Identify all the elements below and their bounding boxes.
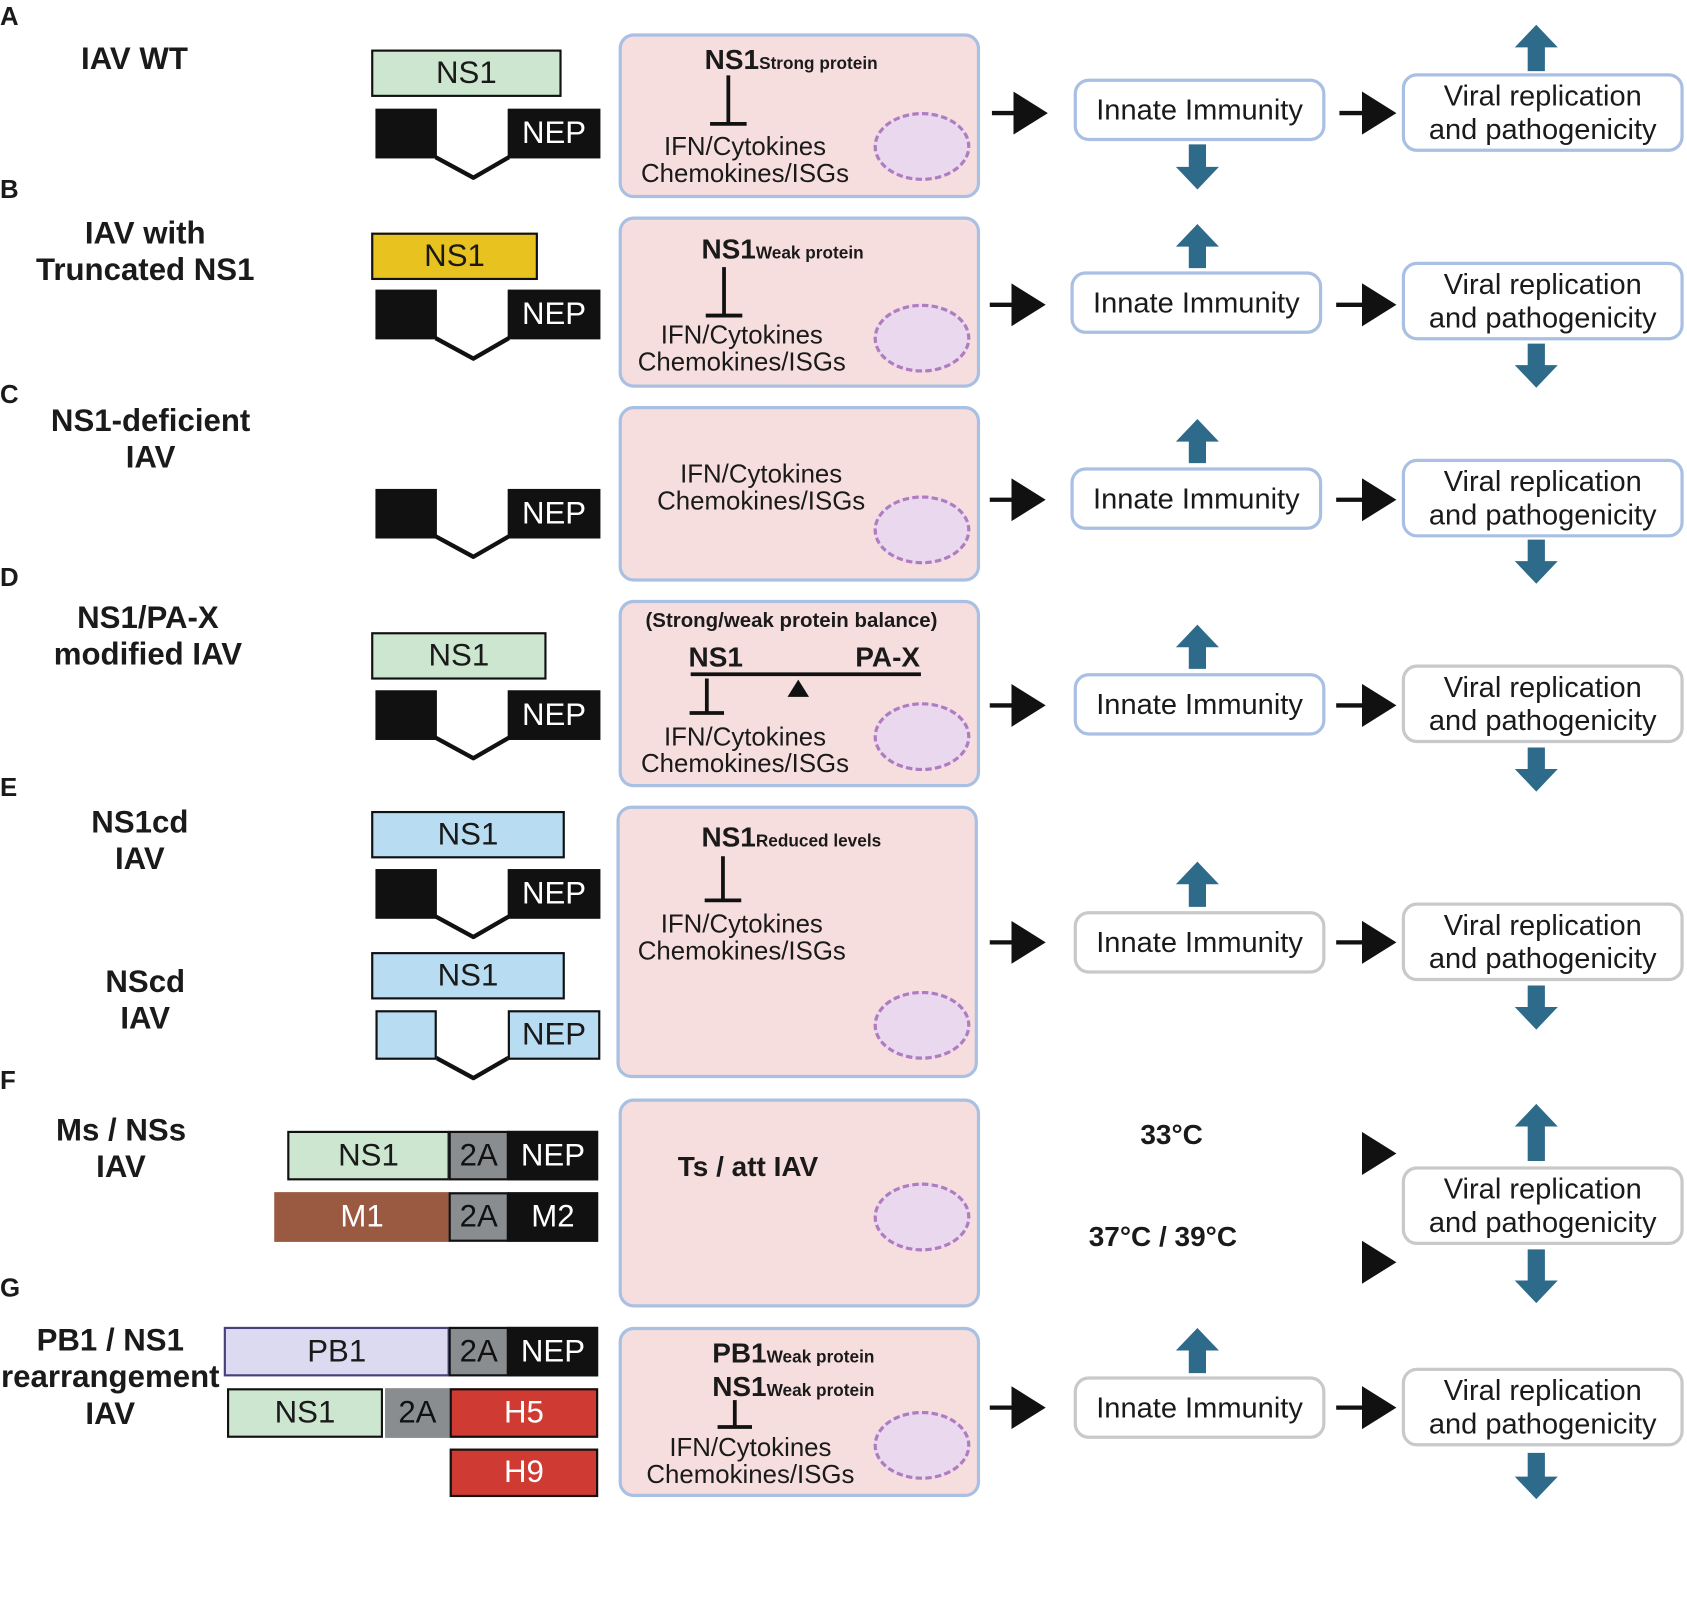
gene-nep-d: NEP: [507, 690, 601, 740]
gene-ns1: NS1: [371, 49, 562, 97]
cell-b-ns1: NS1Weak protein: [701, 232, 864, 265]
nucleus-f: [873, 1182, 971, 1252]
gene-nep-f: NEP: [507, 1130, 599, 1181]
cell-f-ts: Ts / att IAV: [677, 1150, 819, 1183]
gene-nep-c: NEP: [507, 488, 601, 539]
cell-g-ifn: IFN/Cytokines Chemokines/ISGs: [646, 1433, 855, 1490]
viral-replication-f: Viral replication and pathogenicity: [1401, 1166, 1684, 1246]
gene-m2: M2: [507, 1192, 599, 1242]
cell-b-ifn: IFN/Cytokines Chemokines/ISGs: [637, 320, 846, 377]
title-iav-wt: IAV WT: [81, 42, 188, 77]
panel-letter-e: E: [0, 773, 18, 803]
gene-h5: H5: [449, 1388, 599, 1438]
innate-immunity-e: Innate Immunity: [1073, 911, 1326, 974]
viral-replication-g: Viral replication and pathogenicity: [1401, 1367, 1684, 1447]
weak-protein-label: Weak protein: [755, 244, 864, 263]
panel-letter-c: C: [0, 380, 19, 410]
title-pb1-ns1: PB1 / NS1 rearrangement IAV: [1, 1323, 220, 1432]
gene-2a-f1: 2A: [448, 1130, 509, 1181]
gene-nep-e2: NEP: [507, 1010, 601, 1060]
nucleus-a: [873, 112, 971, 181]
temp-33: 33°C: [1140, 1117, 1203, 1151]
gene-ns1-f: NS1: [287, 1130, 450, 1181]
panel-letter-g: G: [0, 1274, 21, 1304]
exon1-d: [375, 690, 437, 740]
exon1-c: [375, 488, 437, 539]
temp-37-39: 37°C / 39°C: [1088, 1220, 1238, 1253]
innate-immunity-b: Innate Immunity: [1070, 271, 1323, 334]
gene-ns1-modified: NS1: [371, 632, 547, 680]
title-ms-nss: Ms / NSs IAV: [56, 1113, 187, 1185]
gene-pb1: PB1: [223, 1326, 450, 1377]
gene-nep-e1: NEP: [507, 869, 601, 919]
exon1-a: [375, 108, 437, 159]
viral-replication-c: Viral replication and pathogenicity: [1401, 458, 1684, 538]
gene-m1: M1: [274, 1192, 450, 1242]
cell-a-ifn: IFN/Cytokines Chemokines/ISGs: [640, 132, 850, 189]
gene-ns1-nscd: NS1: [371, 952, 565, 1000]
gene-ns1cd: NS1: [371, 810, 565, 859]
strong-protein-label: Strong protein: [759, 54, 878, 74]
cell-e-ns1: NS1Reduced levels: [701, 820, 882, 853]
innate-immunity-c: Innate Immunity: [1070, 467, 1323, 530]
gene-2a-g1: 2A: [448, 1326, 509, 1377]
gene-ns1-truncated: NS1: [371, 232, 538, 281]
innate-immunity-d: Innate Immunity: [1073, 673, 1326, 736]
viral-replication-a: Viral replication and pathogenicity: [1401, 73, 1684, 152]
nucleus-e: [873, 990, 971, 1060]
exon1-e1: [375, 869, 437, 919]
cell-c-ifn: IFN/Cytokines Chemokines/ISGs: [657, 459, 866, 516]
viral-replication-d: Viral replication and pathogenicity: [1401, 664, 1684, 744]
panel-letter-b: B: [0, 175, 19, 205]
viral-replication-b: Viral replication and pathogenicity: [1401, 261, 1684, 341]
weak-protein-label: Weak protein: [766, 1348, 875, 1367]
viral-replication-e: Viral replication and pathogenicity: [1401, 902, 1684, 982]
innate-immunity-g: Innate Immunity: [1073, 1376, 1326, 1439]
title-ns1-deficient: NS1-deficient IAV: [50, 403, 251, 475]
cell-a-ns1: NS1Strong protein: [704, 43, 878, 76]
cell-e-ifn: IFN/Cytokines Chemokines/ISGs: [637, 910, 846, 967]
cell-g-pb1: PB1Weak protein: [712, 1336, 875, 1369]
cell-d-ifn: IFN/Cytokines Chemokines/ISGs: [640, 722, 850, 779]
nucleus-b: [873, 303, 971, 373]
nucleus-g: [873, 1410, 971, 1480]
exon1-e2: [375, 1010, 437, 1060]
title-ns1cd: NS1cd IAV: [91, 805, 189, 877]
reduced-levels-label: Reduced levels: [755, 832, 882, 851]
title-nscd: NScd IAV: [105, 964, 186, 1037]
cell-d-pax: PA-X: [855, 640, 921, 674]
cell-g-ns1: NS1Weak protein: [712, 1369, 875, 1403]
title-truncated-ns1: IAV with Truncated NS1: [36, 216, 255, 288]
nucleus-d: [873, 702, 971, 772]
exon1-b: [375, 289, 437, 340]
cell-d-balance: (Strong/weak protein balance): [645, 609, 938, 633]
panel-letter-a: A: [0, 2, 19, 32]
panel-letter-d: D: [0, 563, 19, 593]
innate-immunity-a: Innate Immunity: [1073, 78, 1326, 142]
gene-nep-b: NEP: [507, 289, 601, 340]
gene-nep-g: NEP: [507, 1326, 599, 1377]
gene-ns1-g: NS1: [227, 1388, 383, 1438]
gene-2a-g2: 2A: [385, 1388, 450, 1438]
gene-nep-a: NEP: [507, 108, 601, 159]
weak-protein-label: Weak protein: [766, 1381, 875, 1401]
gene-h9: H9: [449, 1448, 599, 1498]
panel-letter-f: F: [0, 1066, 16, 1096]
cell-d-ns1: NS1: [688, 640, 743, 674]
title-ns1-pax: NS1/PA-X modified IAV: [53, 600, 243, 673]
nucleus-c: [873, 495, 971, 565]
